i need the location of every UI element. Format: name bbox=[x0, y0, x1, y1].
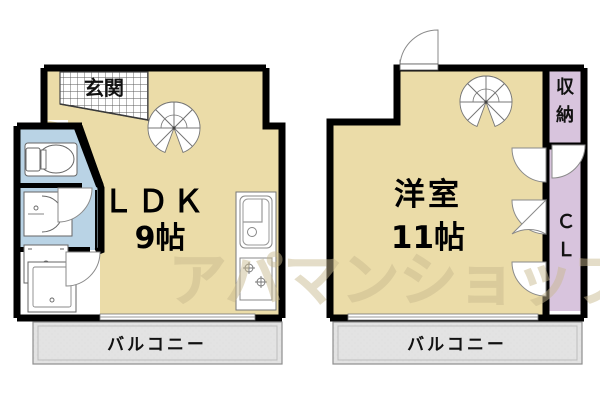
left-unit: 玄関 bbox=[13, 64, 286, 365]
balcony-left-label: バルコニー bbox=[107, 335, 207, 355]
shuno-label-char-2: 納 bbox=[556, 104, 574, 126]
ldk-window bbox=[99, 313, 256, 321]
balcony-right-label: バルコニー bbox=[407, 335, 507, 355]
shuno-door bbox=[551, 144, 586, 179]
shuno-label-char-1: 収 bbox=[556, 77, 575, 98]
closet-door-upper bbox=[511, 147, 547, 183]
watermark-apamanshop: アパマンショップ bbox=[168, 246, 600, 315]
ldk-size-label: 9帖 bbox=[135, 221, 186, 256]
cl-label-char-1: Ｃ bbox=[556, 211, 575, 233]
door-swings-left bbox=[57, 187, 101, 287]
spiral-staircase-left bbox=[147, 101, 201, 153]
genkan-label: 玄関 bbox=[84, 76, 124, 100]
toilet-washroom-divider bbox=[20, 183, 82, 188]
cl-label-char-2: Ｌ bbox=[556, 239, 575, 261]
genkan-area: 玄関 bbox=[59, 71, 161, 134]
spiral-staircase-right bbox=[459, 75, 513, 127]
stove-two-burner bbox=[239, 257, 273, 301]
shuno-fill bbox=[549, 70, 581, 145]
wet-ldk-divider bbox=[75, 124, 105, 256]
watermark-text: アパマンショップ bbox=[169, 246, 600, 314]
ldk-floor-fill bbox=[45, 65, 280, 318]
youshitsu-label: 洋室 bbox=[394, 177, 462, 213]
closet-doors-right bbox=[511, 144, 586, 297]
youshitsu-floor-fill bbox=[330, 70, 545, 318]
balcony-right: バルコニー bbox=[332, 321, 583, 365]
youshitsu-window bbox=[347, 313, 539, 321]
youshitsu-size-label: 11帖 bbox=[391, 220, 465, 256]
kitchen-sink bbox=[239, 195, 273, 249]
right-unit: 収 納 Ｃ Ｌ 洋室 11帖 バルコニー bbox=[326, 29, 588, 365]
kitchen-counter bbox=[235, 191, 277, 311]
ldk-label: ＬＤＫ bbox=[103, 184, 208, 220]
closet-door-middle-lower bbox=[511, 198, 547, 235]
balcony-left: バルコニー bbox=[32, 321, 283, 365]
closet-door-lower bbox=[511, 261, 547, 297]
toilet-fixture bbox=[24, 142, 78, 177]
entrance-door-right bbox=[399, 29, 439, 71]
